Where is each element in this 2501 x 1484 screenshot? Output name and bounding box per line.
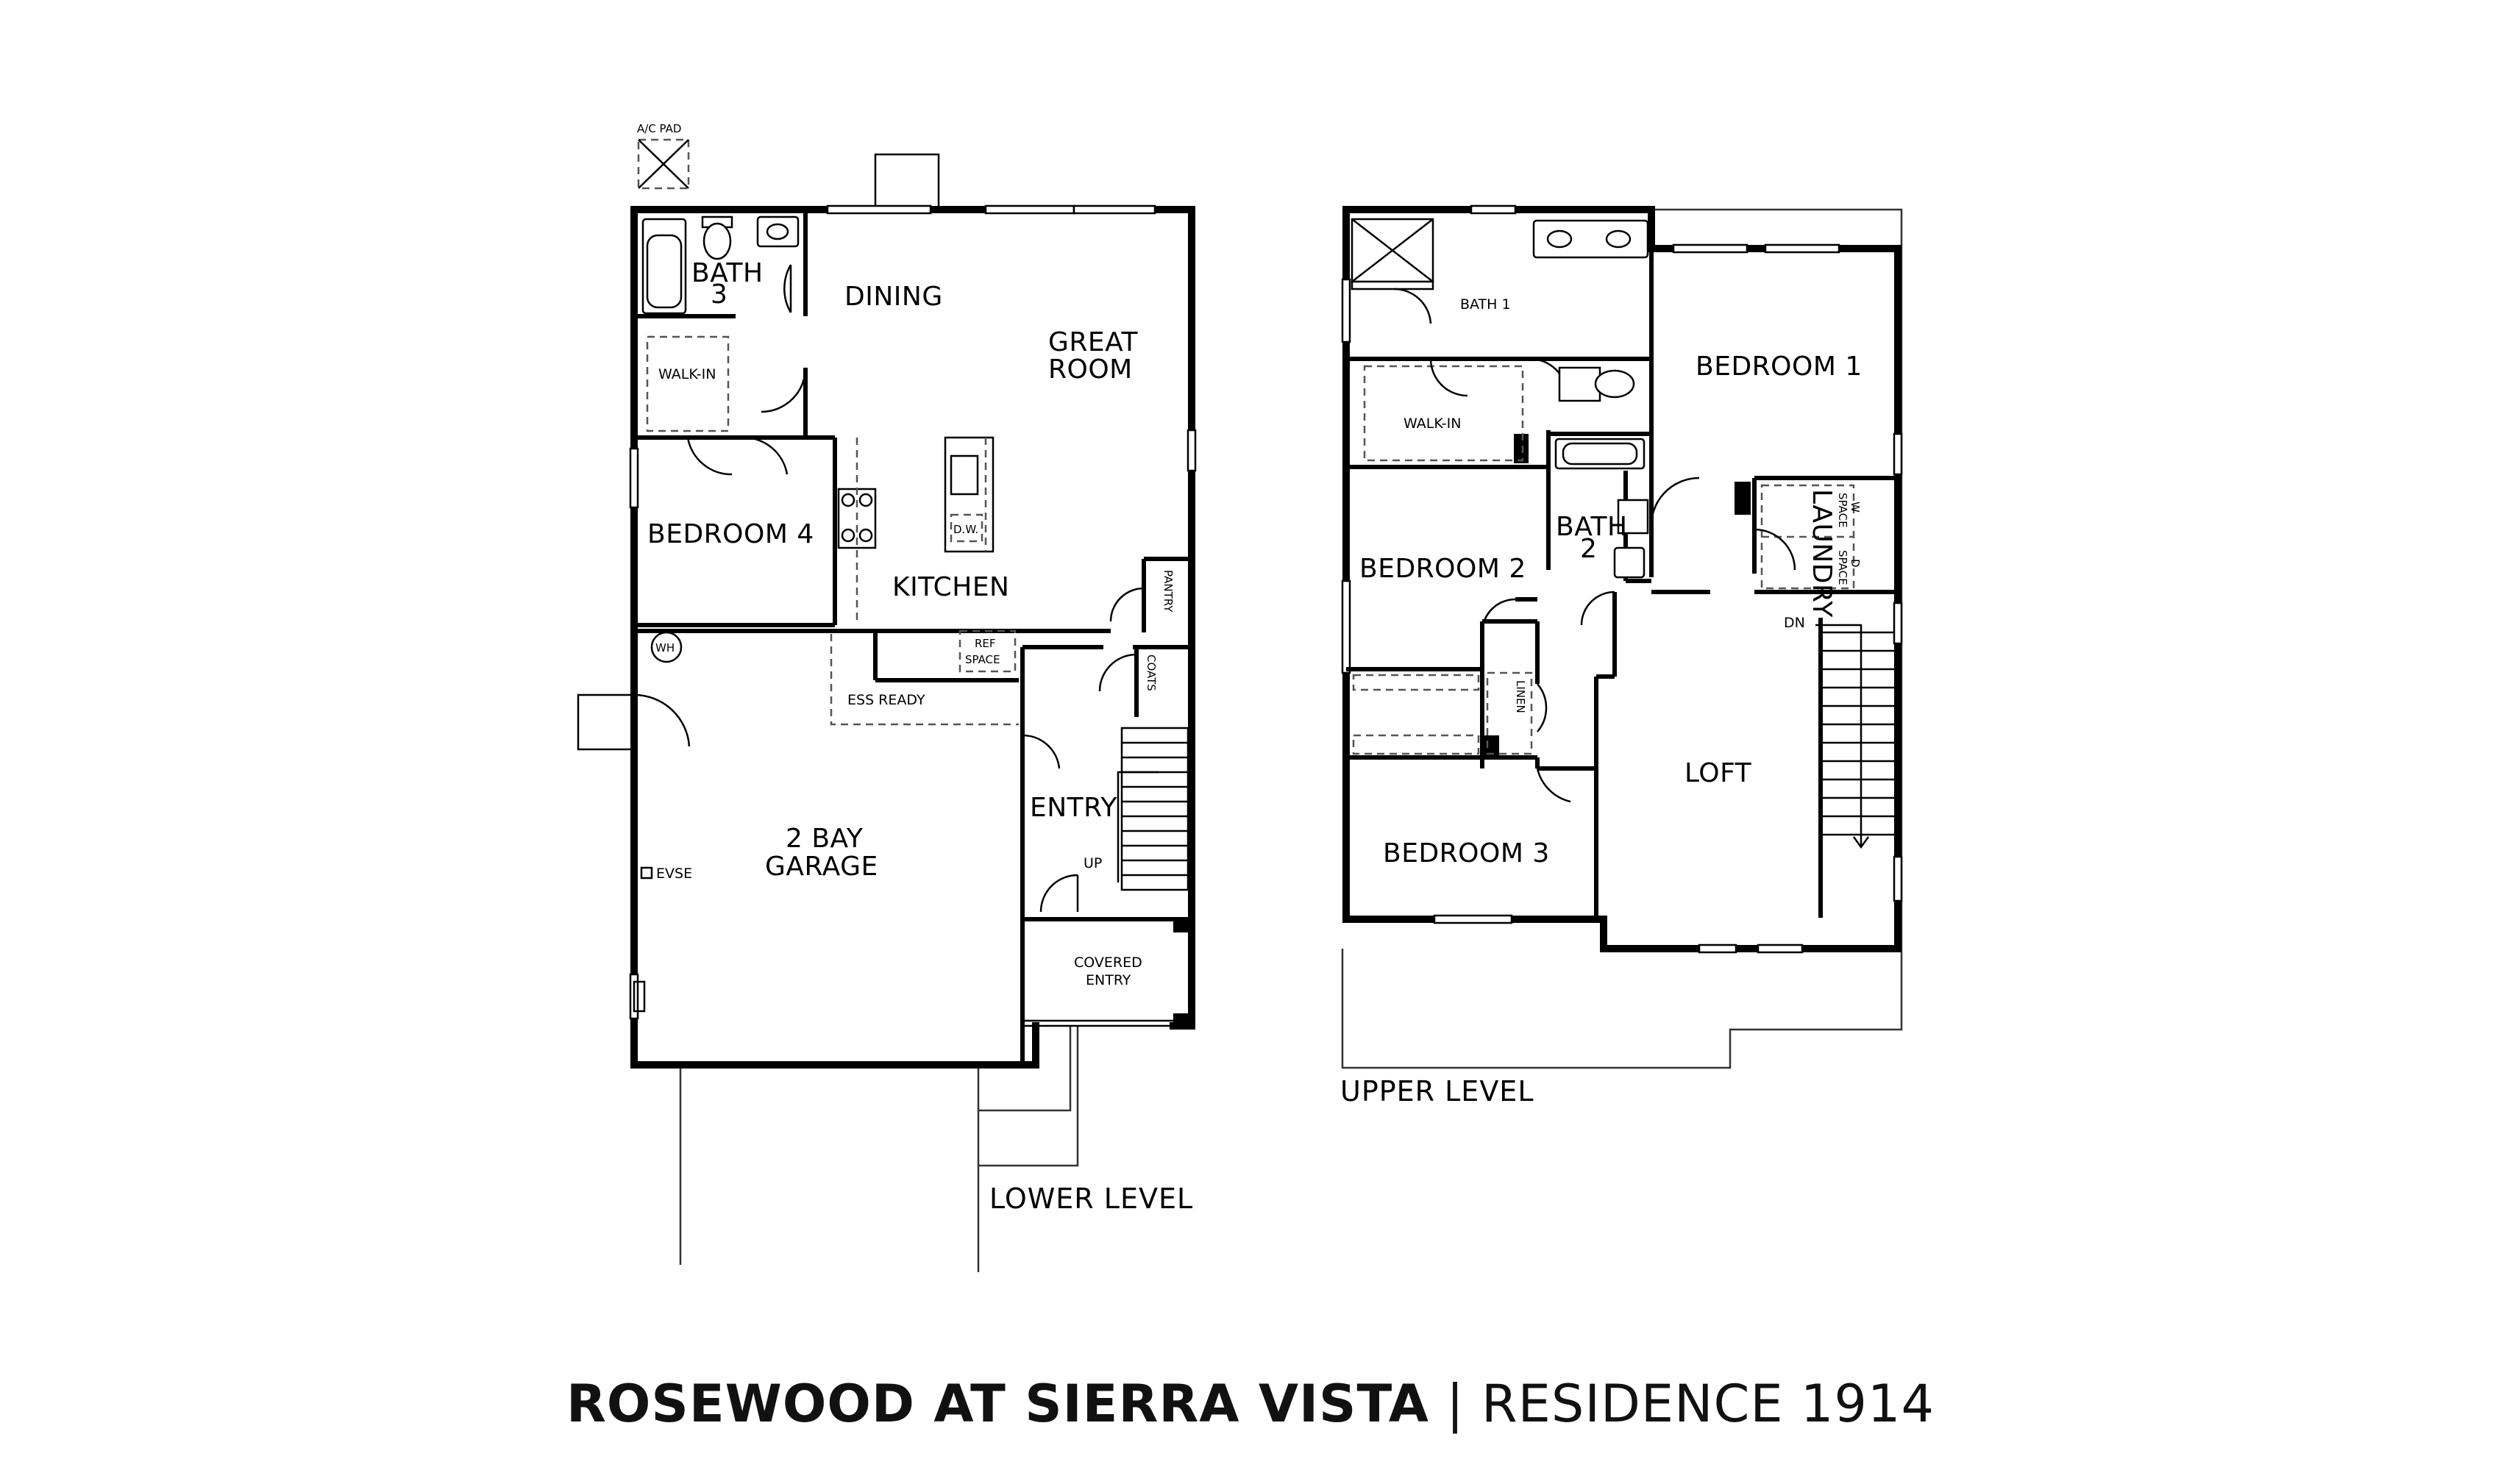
bedroom2-label: BEDROOM 2 (1359, 554, 1526, 584)
entry-label: ENTRY (1030, 793, 1117, 823)
bath3-label-line1: BATH (691, 258, 764, 288)
ref-space (958, 629, 1017, 673)
community-name: ROSEWOOD AT SIERRA VISTA (566, 1374, 1429, 1434)
sink-icon (950, 454, 979, 496)
dryer-space-label-line1: D (1849, 559, 1862, 568)
bedroom1-label: BEDROOM 1 (1696, 352, 1863, 382)
upper-stairs (1815, 618, 1894, 918)
toilet-icon (1558, 366, 1601, 402)
ac-pad: A/C PAD (637, 122, 690, 190)
sink-icon (1613, 546, 1646, 579)
great-room-label-line2: ROOM (1048, 354, 1133, 385)
washer-space-label-line1: W (1849, 502, 1862, 513)
ac-pad-label: A/C PAD (637, 122, 681, 135)
washer-space-label-line2: SPACE (1836, 493, 1849, 528)
chimney-bumpout (874, 153, 940, 209)
covered-entry-label-line1: COVERED (1074, 955, 1142, 971)
double-vanity-icon (1532, 219, 1649, 259)
loft-label: LOFT (1684, 758, 1752, 788)
ref-space-label-line1: REF (975, 637, 996, 650)
bath2-label-line2: 2 (1580, 534, 1597, 564)
upper-walkin-shelf (1363, 365, 1524, 462)
kitchen-island: D.W. (944, 436, 995, 553)
toilet-icon (1617, 499, 1649, 535)
ref-space-label-line2: SPACE (965, 653, 1000, 666)
covered-entry-label-line2: ENTRY (1086, 972, 1131, 988)
upper-walkin-label: WALK-IN (1404, 415, 1461, 432)
bath3-label-line2: 3 (711, 279, 727, 310)
bath3-fixtures (641, 215, 800, 315)
garage-side-door (633, 693, 691, 747)
lower-interior-walls (634, 210, 1192, 1065)
linen-label: LINEN (1514, 680, 1527, 713)
bedroom4-label: BEDROOM 4 (647, 519, 814, 549)
evse-label: EVSE (656, 866, 692, 882)
dryer-space-label-line2: SPACE (1836, 550, 1849, 585)
upper-level-label: UPPER LEVEL (1340, 1075, 1534, 1107)
lower-site-lines (679, 1026, 1079, 1272)
stairs-up-label: UP (1084, 855, 1102, 871)
ess-ready-zone (830, 634, 1019, 726)
water-heater-icon (650, 631, 683, 663)
bath2-fixtures (1554, 366, 1649, 579)
water-heater-label: WH (655, 641, 675, 654)
kitchen-label: KITCHEN (892, 572, 1010, 602)
garage-label-line2: GARAGE (765, 852, 878, 882)
bedroom3-label: BEDROOM 3 (1383, 838, 1550, 868)
upper-site-lines (1341, 208, 1903, 1069)
dishwasher-label: D.W. (953, 523, 978, 536)
great-room-label-line1: GREAT (1048, 327, 1138, 357)
laundry-label: LAUNDRY (1807, 489, 1837, 618)
evse-box (640, 866, 653, 880)
bath2-label-line1: BATH (1556, 512, 1628, 542)
upper-level-plan: BATH 1 WALK-IN BEDROOM 1 BATH 2 LAUNDRY … (1340, 204, 1903, 1107)
residence-name: RESIDENCE 1914 (1481, 1374, 1935, 1434)
bath1-label: BATH 1 (1460, 296, 1511, 313)
coats-label: COATS (1145, 654, 1158, 691)
lower-stairs (1117, 727, 1189, 891)
garage-label-line1: 2 BAY (786, 824, 864, 854)
stairs-down-label: DN (1784, 615, 1805, 631)
dining-label: DINING (844, 282, 943, 312)
plan-title: ROSEWOOD AT SIERRA VISTA | RESIDENCE 191… (0, 1374, 2501, 1434)
walkin-shelf (646, 335, 730, 432)
ess-ready-label: ESS READY (847, 692, 925, 708)
bath1-fixtures (1351, 218, 1649, 324)
lower-level-label: LOWER LEVEL (989, 1182, 1193, 1215)
garage-side-stoop (577, 693, 636, 751)
title-separator: | (1429, 1374, 1482, 1434)
lower-level-plan: A/C PAD (577, 122, 1197, 1272)
lower-walkin-label: WALK-IN (658, 366, 716, 382)
pantry-label: PANTRY (1161, 570, 1175, 613)
